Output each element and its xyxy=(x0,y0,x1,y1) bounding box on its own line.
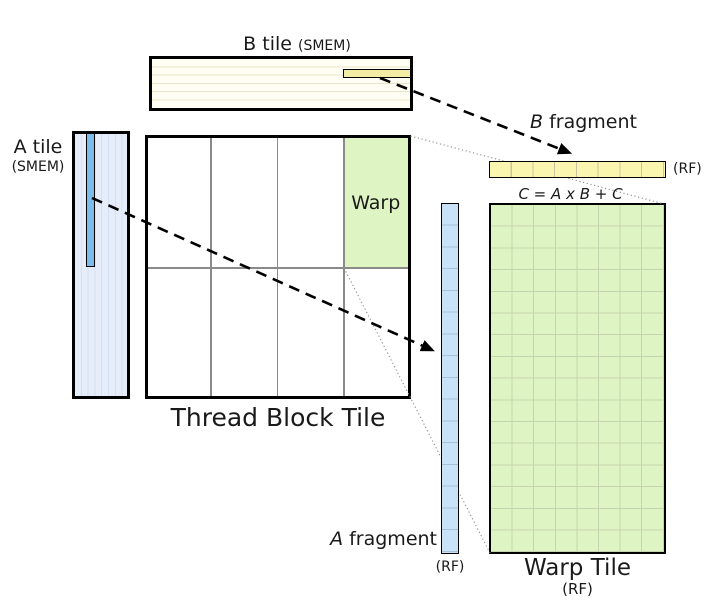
a-fragment-label-italic: A xyxy=(330,528,344,550)
b-fragment-rf-label: (RF) xyxy=(673,161,702,177)
warp-tile-formula: C = A x B + C xyxy=(518,185,623,203)
a-fragment-label-rest: fragment xyxy=(343,528,437,550)
b-fragment-smem-bar xyxy=(343,69,411,78)
thread-block-tile-label: Thread Block Tile xyxy=(170,403,386,432)
a-tile-mem-label: (SMEM) xyxy=(11,159,65,175)
a-fragment-smem-bar xyxy=(86,133,95,267)
b-fragment-rf-bar xyxy=(489,161,666,178)
a-tile-title: A tile xyxy=(13,136,63,158)
warp-cell: Warp xyxy=(343,138,408,267)
warp-tile-rect xyxy=(489,203,666,554)
tbt-grid-line xyxy=(148,267,408,269)
b-tile-title: B tile xyxy=(243,33,292,55)
thread-block-tile-rect: Warp xyxy=(145,135,411,399)
a-fragment-rf-label: (RF) xyxy=(435,559,465,575)
b-fragment-label-rest: fragment xyxy=(543,111,637,133)
warp-tile-rf-label: (RF) xyxy=(562,580,593,599)
a-fragment-label: A fragment xyxy=(307,528,437,550)
a-fragment-rf-bar xyxy=(441,203,459,554)
warp-tile-title: Warp Tile xyxy=(523,555,631,581)
warp-cell-label: Warp xyxy=(351,191,401,214)
b-fragment-label-italic: B xyxy=(530,111,544,133)
warp-tile-label: Warp Tile (RF) xyxy=(489,556,666,598)
b-fragment-label: B fragment xyxy=(495,111,672,133)
a-tile-label: A tile (SMEM) xyxy=(6,136,70,175)
b-tile-mem-label: (SMEM) xyxy=(298,38,351,54)
b-tile-rect xyxy=(149,56,413,111)
a-tile-rect xyxy=(72,131,130,399)
b-tile-label: B tile (SMEM) xyxy=(165,33,429,55)
